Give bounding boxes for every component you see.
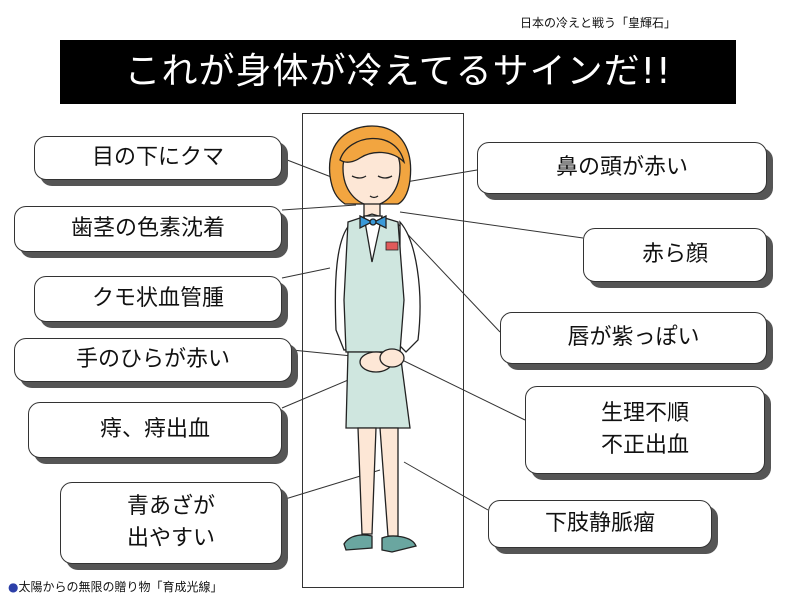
footer-bullet: ● [8, 580, 19, 594]
label-text-group: 生理不順 不正出血 [601, 398, 689, 462]
label-text: 痔、痔出血 [99, 417, 210, 443]
label-gum-pigmentation: 歯茎の色素沈着 [14, 206, 282, 252]
figure-frame [302, 113, 464, 588]
label-dark-circles: 目の下にクマ [34, 136, 282, 180]
label-spider-angioma: クモ状血管腫 [34, 276, 282, 322]
footer-text: 太陽からの無限の贈り物「育成光線」 [18, 580, 223, 594]
label-varicose-veins: 下肢静脈瘤 [488, 500, 712, 548]
label-text-line1: 青あざが [126, 494, 215, 520]
label-menstrual: 生理不順 不正出血 [525, 386, 765, 474]
label-text-line2: 不正出血 [600, 433, 689, 458]
label-text: 赤ら顔 [641, 242, 708, 268]
top-caption: 日本の冷えと戦う「皇輝石」 [520, 16, 677, 30]
label-red-nose: 鼻の頭が赤い [477, 142, 767, 194]
label-text-line2: 出やすい [126, 526, 215, 551]
label-text: 手のひらが赤い [75, 347, 230, 373]
label-text-group: 青あざが 出やすい [127, 491, 215, 555]
label-text: 歯茎の色素沈着 [70, 216, 225, 242]
label-red-palms: 手のひらが赤い [14, 338, 292, 382]
label-purple-lips: 唇が紫っぽい [500, 312, 767, 364]
label-text-line1: 生理不順 [600, 401, 689, 427]
label-text: 下肢静脈瘤 [544, 511, 655, 537]
label-text: 鼻の頭が赤い [555, 155, 688, 181]
label-text: クモ状血管腫 [91, 286, 224, 312]
label-bruises: 青あざが 出やすい [60, 482, 282, 564]
footer: ●太陽からの無限の贈り物「育成光線」 [8, 578, 223, 595]
page-title: これが身体が冷えてるサインだ!! [60, 40, 736, 104]
label-hemorrhoids: 痔、痔出血 [28, 402, 282, 458]
label-text: 唇が紫っぽい [567, 325, 700, 351]
label-text: 目の下にクマ [91, 145, 224, 171]
woman-illustration [328, 125, 421, 553]
label-red-face: 赤ら顔 [583, 228, 767, 282]
